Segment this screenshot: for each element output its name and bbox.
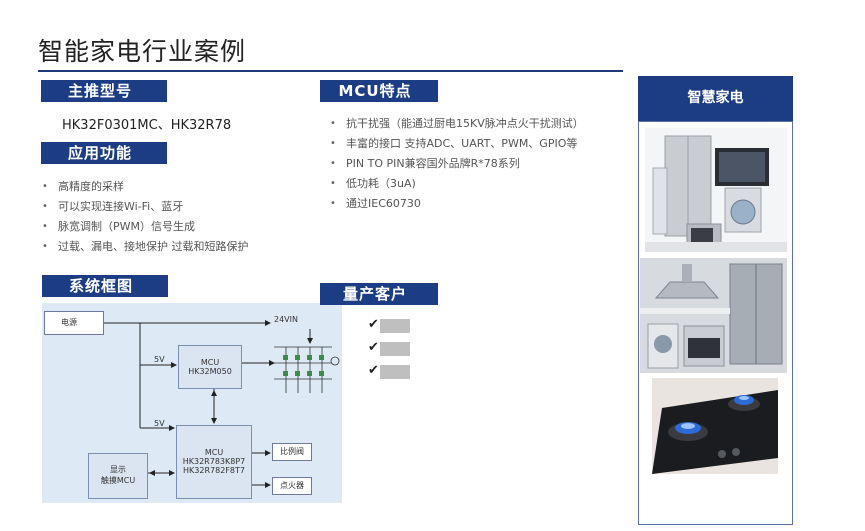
display-touch-mcu-block: 显示 触摸MCU bbox=[88, 453, 148, 499]
diagram-wires bbox=[104, 320, 340, 488]
list-item: 丰富的接口 支持ADC、UART、PWM、GPIO等 bbox=[328, 134, 584, 154]
list-item: 过载、漏电、接地保护 过载和短路保护 bbox=[40, 237, 249, 257]
v5-bottom-label: 5V bbox=[154, 419, 165, 428]
list-item: 脉宽调制（PWM）信号生成 bbox=[40, 217, 249, 237]
appliance-set-image bbox=[645, 128, 787, 252]
mcu2-part1: HK32R783K8P7 bbox=[182, 457, 246, 466]
mcu1-title: MCU bbox=[200, 358, 220, 367]
power-label: 电源 bbox=[61, 318, 77, 327]
mcu-hk32r78-block: MCU HK32R783K8P7 HK32R782F8T7 bbox=[176, 425, 252, 499]
main-model-header-label: 主推型号 bbox=[67, 82, 132, 100]
list-item: PIN TO PIN兼容国外品牌R*78系列 bbox=[328, 154, 584, 174]
gas-stove-image bbox=[652, 378, 778, 474]
customer-logo-placeholder bbox=[380, 365, 410, 379]
customer-logo-placeholder bbox=[380, 319, 410, 333]
system-diagram-header-label: 系统框图 bbox=[68, 277, 133, 295]
list-item: 高精度的采样 bbox=[40, 177, 249, 197]
smart-appliance-header: 智慧家电 bbox=[638, 76, 793, 121]
customer-logo-placeholder bbox=[380, 342, 410, 356]
power-block: 电源 bbox=[44, 311, 104, 335]
system-block-diagram: 电源 24VIN 5V 5V MCU HK32M050 MCU HK32R783… bbox=[42, 303, 342, 503]
title-underline bbox=[38, 70, 623, 72]
igniter-label: 点火器 bbox=[280, 481, 304, 490]
display-line2: 触摸MCU bbox=[100, 476, 136, 485]
valve-label: 比例阀 bbox=[280, 447, 304, 456]
main-model-value: HK32F0301MC、HK32R78 bbox=[62, 118, 232, 133]
mcu-hk32m050-block: MCU HK32M050 bbox=[178, 345, 242, 389]
application-list: 高精度的采样 可以实现连接Wi-Fi、蓝牙 脉宽调制（PWM）信号生成 过载、漏… bbox=[40, 177, 249, 257]
list-item: 低功耗（3uA) bbox=[328, 174, 584, 194]
list-item: 抗干扰强（能通过厨电15KV脉冲点火干扰测试） bbox=[328, 114, 584, 134]
appliance-images-frame bbox=[638, 121, 793, 525]
mcu2-part2: HK32R782F8T7 bbox=[183, 466, 245, 475]
check-icon: ✔ bbox=[368, 317, 379, 332]
check-icon: ✔ bbox=[368, 363, 379, 378]
customers-header-label: 量产客户 bbox=[342, 285, 407, 303]
page-title: 智能家电行业案例 bbox=[38, 37, 247, 66]
igniter-block: 点火器 bbox=[272, 477, 312, 495]
v5-top-label: 5V bbox=[154, 355, 165, 364]
display-line1: 显示 bbox=[110, 465, 126, 474]
proportional-valve-block: 比例阀 bbox=[272, 443, 312, 461]
kitchen-appliances-image bbox=[640, 258, 787, 373]
v24-label: 24VIN bbox=[274, 315, 298, 324]
list-item: 通过IEC60730 bbox=[328, 194, 584, 214]
relay-circuit bbox=[274, 346, 340, 393]
application-header: 应用功能 bbox=[41, 142, 167, 164]
customers-header: 量产客户 bbox=[320, 283, 438, 305]
system-diagram-header: 系统框图 bbox=[42, 275, 168, 297]
check-icon: ✔ bbox=[368, 340, 379, 355]
mcu1-part: HK32M050 bbox=[188, 367, 232, 376]
mcu-features-list: 抗干扰强（能通过厨电15KV脉冲点火干扰测试） 丰富的接口 支持ADC、UART… bbox=[328, 114, 584, 214]
main-model-header: 主推型号 bbox=[41, 80, 167, 102]
mcu-features-header-label: MCU特点 bbox=[338, 82, 412, 100]
list-item: 可以实现连接Wi-Fi、蓝牙 bbox=[40, 197, 249, 217]
mcu-features-header: MCU特点 bbox=[320, 80, 438, 102]
mcu2-title: MCU bbox=[204, 448, 224, 457]
application-header-label: 应用功能 bbox=[67, 144, 132, 162]
